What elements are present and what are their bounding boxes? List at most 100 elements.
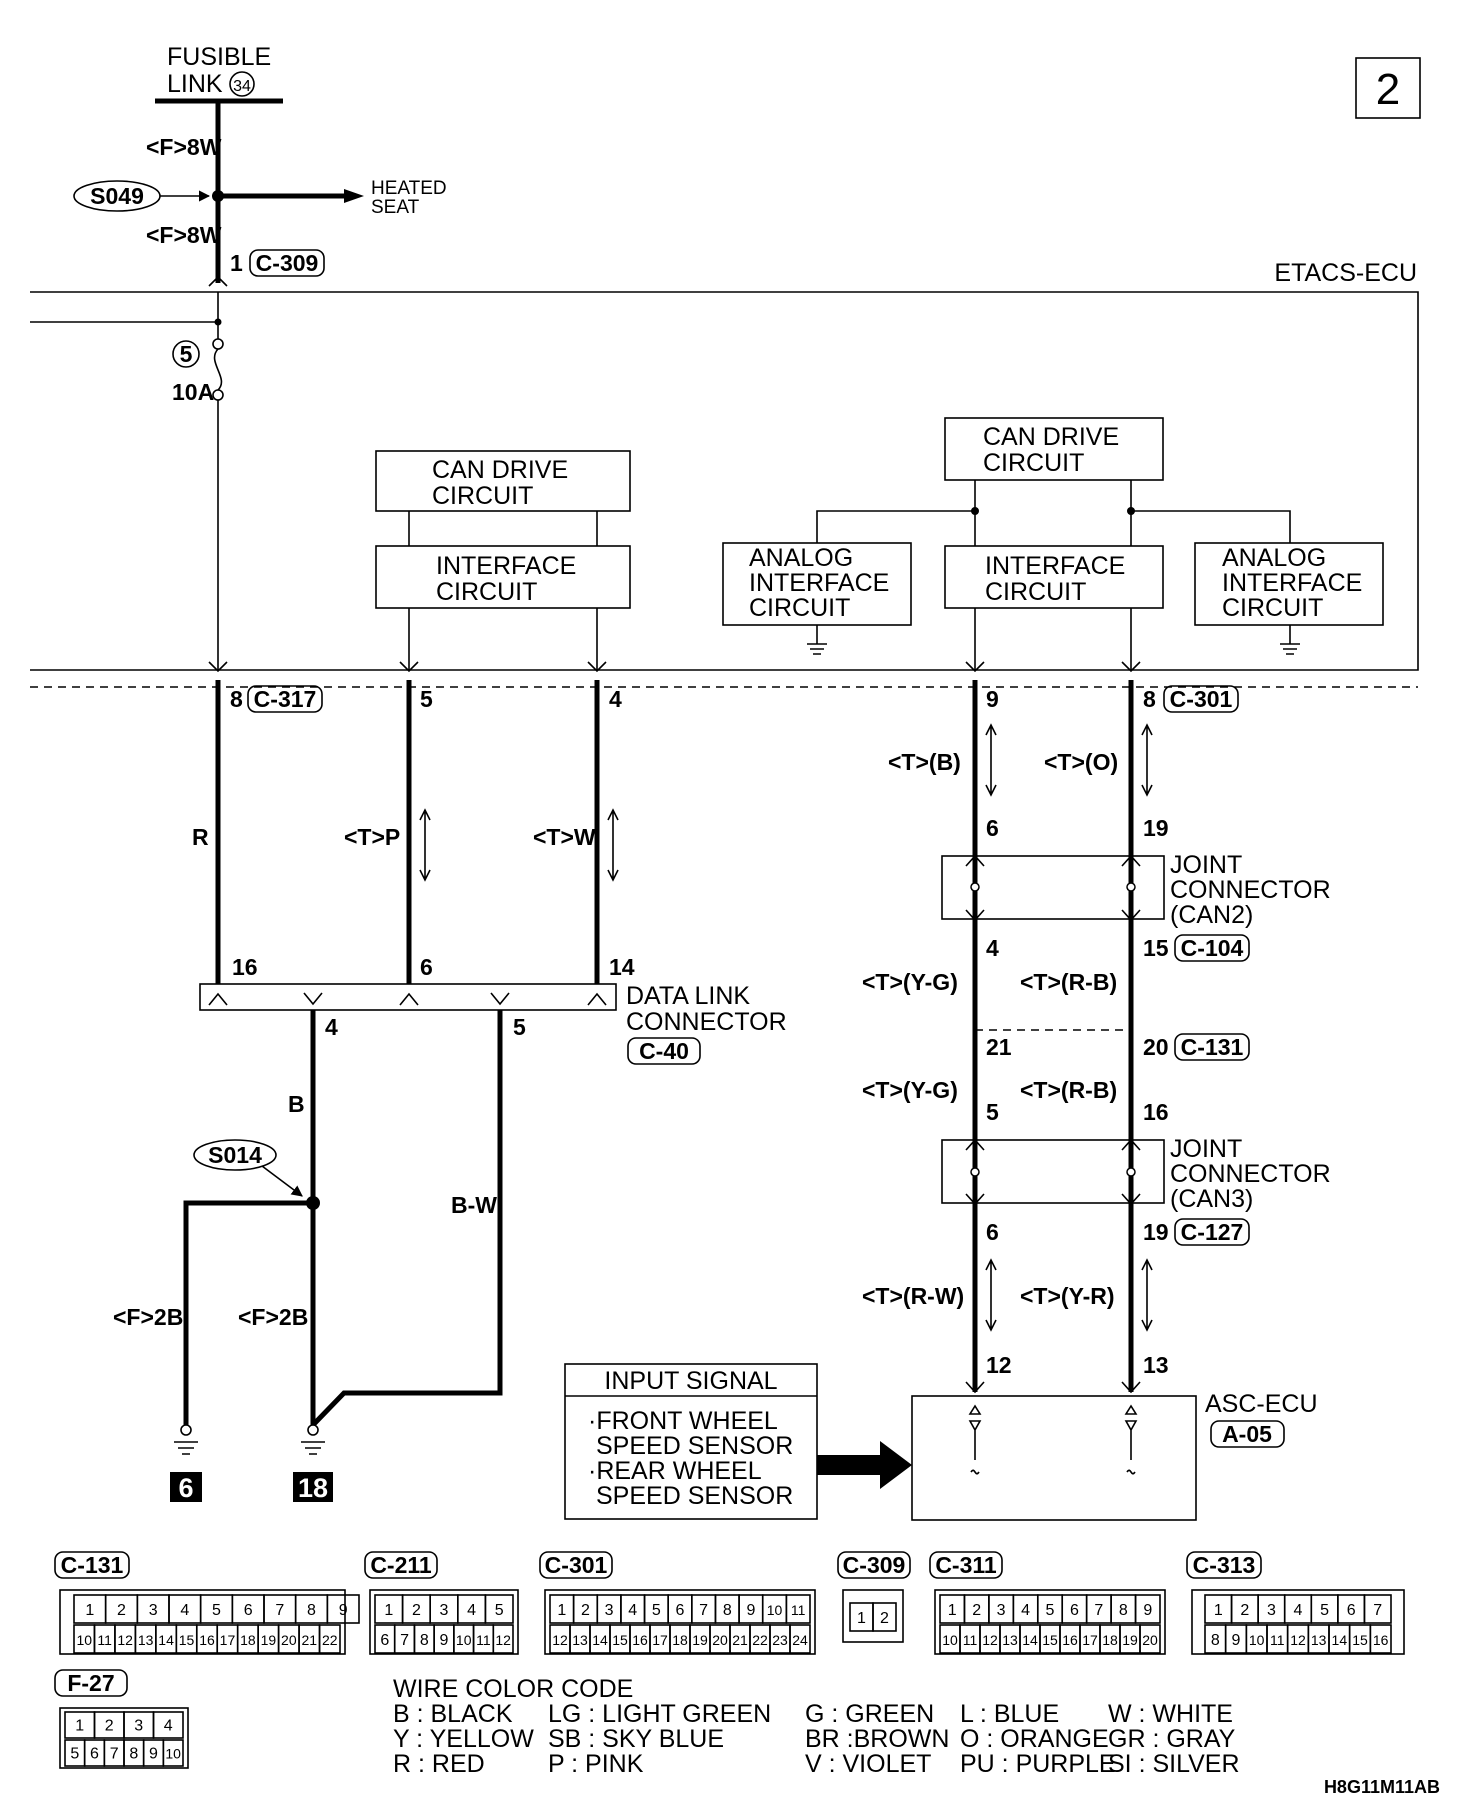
connector-pin-number: 18: [1102, 1632, 1118, 1648]
connector-view-c309-tag-box: [837, 1551, 911, 1579]
wire-label-b: B: [288, 1091, 305, 1117]
wire-label-b-w: B-W: [451, 1192, 497, 1218]
pin-5-dlc: 5: [513, 1014, 526, 1040]
connector-pin-number: 7: [110, 1746, 119, 1763]
wire-color-code-entry: B : BLACK: [393, 1700, 513, 1728]
wire-color-code-entry: W : WHITE: [1108, 1700, 1233, 1728]
input-signal-line-1: ·FRONT WHEEL: [588, 1407, 778, 1435]
connector-pin-number: 3: [134, 1718, 143, 1735]
ground-number-6: 6: [178, 1473, 193, 1503]
analog-left-ground-icon: [807, 643, 827, 655]
can-drive-circuit-right: [944, 417, 1164, 481]
heated-seat-arrow: [344, 189, 364, 203]
pin-9-etacs: 9: [986, 686, 999, 712]
connector-pin-cell: [789, 1624, 811, 1654]
wire-f2b-left: [183, 1200, 313, 1425]
connector-tag-c301-box: [1163, 685, 1239, 713]
wire-color-code-entry: PU : PURPLE: [960, 1750, 1116, 1778]
connector-pin-number: 12: [552, 1632, 568, 1648]
connector-pin-number: 14: [1022, 1632, 1038, 1648]
connector-pin-number: 9: [440, 1632, 449, 1649]
connector-pin-number: 8: [420, 1632, 429, 1649]
connector-pin-number: 16: [1373, 1632, 1389, 1648]
connector-pin-number: 1: [75, 1718, 84, 1735]
connector-pin-number: 5: [652, 1602, 661, 1619]
asc-internal-circuit-a: [968, 1404, 982, 1475]
input-signal-box: [564, 1363, 818, 1520]
connector-pin-cell: [1139, 1624, 1161, 1654]
pin-20-c131: 20: [1143, 1034, 1169, 1060]
connector-view-c311-tag-box: [929, 1551, 1003, 1579]
wire-label-f2b-left: <F>2B: [113, 1304, 183, 1330]
connector-pin-number: 10: [942, 1632, 958, 1648]
wire-color-code-entry: V : VIOLET: [805, 1750, 931, 1778]
can-right-node-a: [971, 507, 979, 515]
connector-view-c211-label: C-211: [370, 1552, 432, 1578]
pin-16-can3-in: 16: [1143, 1099, 1169, 1125]
ecu-terminal-chevrons: [208, 275, 1141, 673]
bidirectional-arrow-tw: [607, 808, 619, 882]
connector-pin-number: 8: [1211, 1632, 1220, 1649]
connector-tag-c317-box: [247, 685, 323, 713]
connector-pin-number: 4: [1294, 1602, 1303, 1619]
wire-b-w: [311, 1010, 503, 1427]
connector-pin-number: 5: [1046, 1602, 1055, 1619]
dlc-label-1: DATA LINK: [626, 982, 750, 1010]
ground-terminal-6: [180, 1424, 192, 1436]
joint-can2-label-1: JOINT: [1170, 851, 1242, 879]
analog-interface-circuit-right: [1194, 542, 1384, 626]
connector-pin-number: 2: [105, 1718, 114, 1735]
pin-1: 1: [230, 250, 243, 276]
asc-internal-circuit-b: [1124, 1404, 1138, 1475]
connector-pin-number: 4: [628, 1602, 637, 1619]
connector-pin-cell: [1134, 1594, 1161, 1624]
splice-pointer-s014: [261, 1165, 303, 1197]
wire-label-t-y-g-2: <T>(Y-G): [862, 1077, 958, 1103]
connector-pin-number: 16: [1062, 1632, 1078, 1648]
analog-right-ground-icon: [1280, 643, 1300, 655]
input-signal-line-3: ·REAR WHEEL: [588, 1457, 762, 1485]
connector-pin-number: 19: [692, 1632, 708, 1648]
fusible-link-label-2: LINK: [167, 70, 223, 98]
joint-connector-can2: [941, 855, 1165, 920]
connector-pin-number: 16: [199, 1632, 215, 1648]
connector-pin-number: 17: [652, 1632, 668, 1648]
fuse-number-circle: [172, 340, 200, 368]
connector-view-c131-tag-box: [54, 1551, 130, 1579]
joint-can2-node-b: [1126, 882, 1136, 892]
connector-pin-number: 1: [1214, 1602, 1223, 1619]
analog-right-line1: ANALOG: [1222, 544, 1326, 572]
connector-pin-cell: [162, 1739, 184, 1767]
connector-pin-number: 9: [1232, 1632, 1241, 1649]
fusible-link-label-1: FUSIBLE: [167, 43, 271, 71]
connector-tag-a05-box: [1210, 1420, 1285, 1448]
connector-pin-number: 3: [997, 1602, 1006, 1619]
connector-pin-number: 7: [400, 1632, 409, 1649]
fuse-terminal-top: [212, 338, 224, 350]
wire-color-code-entry: L : BLUE: [960, 1700, 1059, 1728]
connector-pin-number: 13: [138, 1632, 154, 1648]
connector-pin-number: 5: [495, 1602, 504, 1619]
ground-badge-18: [293, 1472, 333, 1502]
connector-pin-cell: [318, 1624, 341, 1654]
wire-f8w-bottom: <F>8W: [146, 222, 222, 248]
pin-6-can3-out: 6: [986, 1219, 999, 1245]
analog-right-link: [1131, 510, 1291, 543]
connector-pin-cell: [1363, 1594, 1392, 1624]
splice-label-s049: S049: [90, 183, 144, 209]
bidirectional-arrow-tp: [419, 808, 431, 882]
joint-can3-chevrons: [965, 1138, 1141, 1206]
connector-tag-c309-box: [249, 249, 325, 277]
connector-view-c311-body: [934, 1589, 1166, 1655]
wire-label-t-y-r: <T>(Y-R): [1020, 1283, 1115, 1309]
connector-pin-number: 12: [117, 1632, 133, 1648]
connector-pin-cell: [1369, 1624, 1392, 1654]
connector-tag-c104: C-104: [1181, 935, 1244, 961]
can-drive-right-line2: CIRCUIT: [983, 449, 1084, 477]
wire-color-code-title: WIRE COLOR CODE: [393, 1675, 633, 1703]
connector-pin-number: 3: [149, 1602, 158, 1619]
connector-pin-number: 17: [220, 1632, 236, 1648]
